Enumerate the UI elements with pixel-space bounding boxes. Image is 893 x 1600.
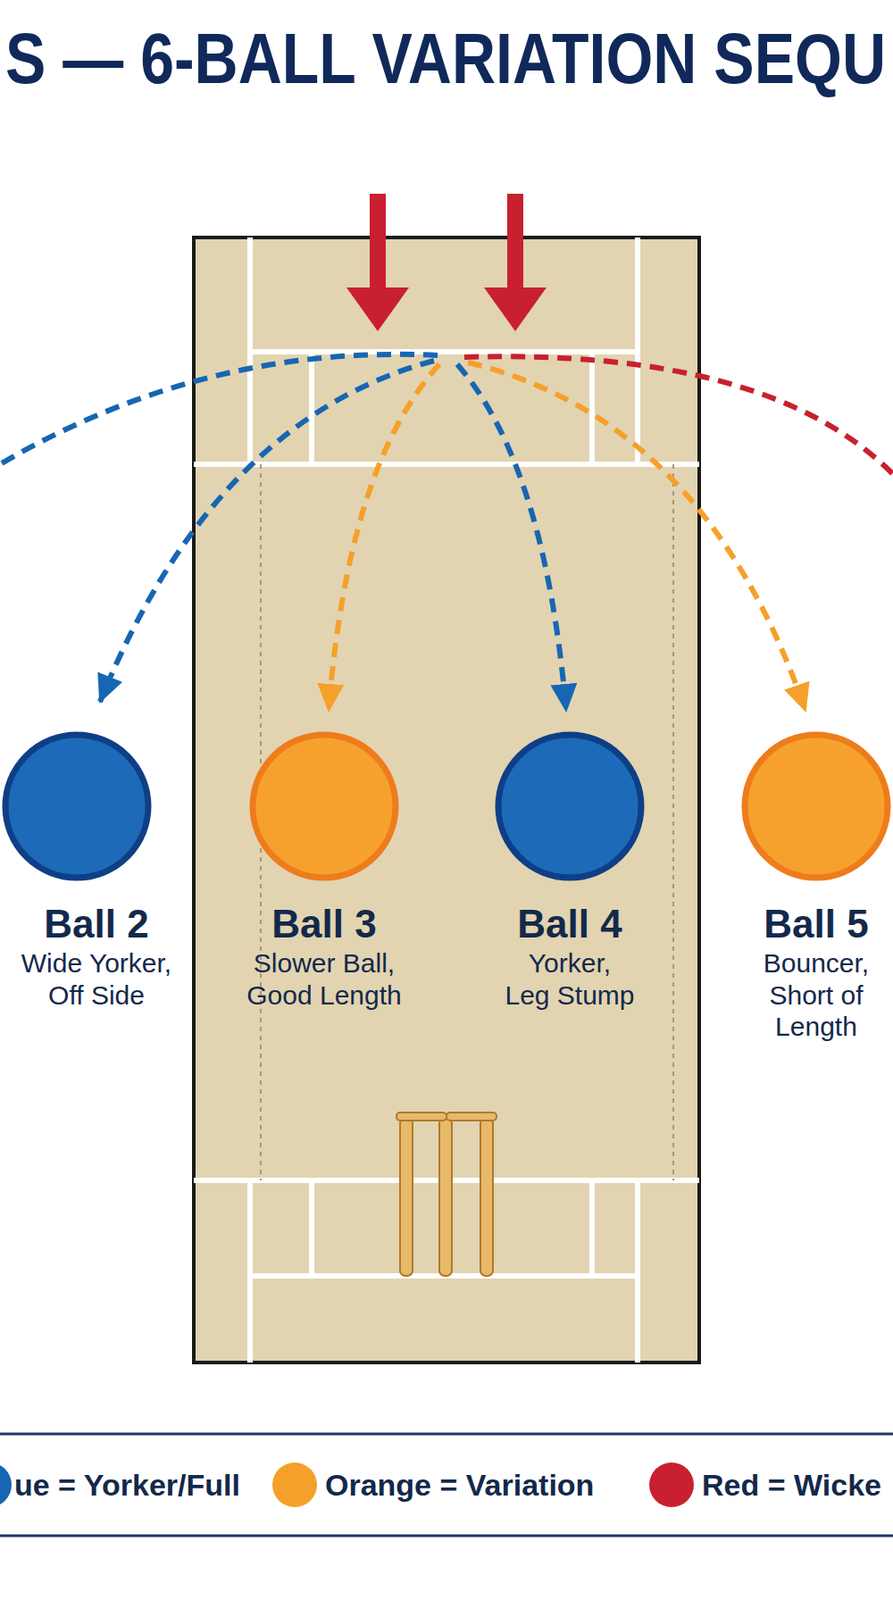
legend-label: ue = Yorker/Full (14, 1467, 241, 1504)
stumps (396, 1112, 497, 1277)
ball-node: Ball 2Wide Yorker, Off Side (7, 731, 186, 1011)
legend-swatch (649, 1462, 694, 1508)
legend-swatch (0, 1462, 12, 1508)
ball-circle (1, 731, 152, 882)
ball-marker (5, 734, 149, 878)
ball-trajectories (0, 354, 893, 711)
pitch (193, 237, 700, 1363)
legend-rules (0, 1434, 893, 1536)
ball-node: Ball 3Slower Ball, Good Length (234, 731, 414, 1011)
legend-label: Orange = Variation (325, 1467, 594, 1504)
crease-lines (193, 237, 700, 1363)
ball-number: Ball 5 (749, 902, 884, 946)
ball-circle (249, 731, 400, 882)
ball-node: Ball 4Yorker, Leg Stump (503, 731, 636, 1011)
ball-marker (744, 734, 888, 878)
delivery-description: Wide Yorker, Off Side (7, 947, 186, 1011)
ball-number: Ball 3 (234, 902, 414, 946)
bowler-arrows (346, 193, 547, 332)
delivery-description: Bouncer, Short of Length (749, 947, 884, 1043)
ball-circle (741, 731, 892, 882)
ball-number: Ball 4 (503, 902, 636, 946)
legend-label: Red = Wicke (701, 1467, 882, 1504)
ball-marker (252, 734, 396, 878)
ball-node: Ball 5Bouncer, Short of Length (749, 731, 884, 1044)
legend-swatch (272, 1462, 318, 1508)
diagram-title: S — 6-BALL VARIATION SEQU (5, 19, 886, 99)
ball-number: Ball 2 (7, 902, 186, 946)
ball-marker (498, 734, 642, 878)
ball-circle (494, 731, 645, 882)
delivery-description: Yorker, Leg Stump (503, 947, 636, 1011)
delivery-description: Slower Ball, Good Length (234, 947, 414, 1011)
